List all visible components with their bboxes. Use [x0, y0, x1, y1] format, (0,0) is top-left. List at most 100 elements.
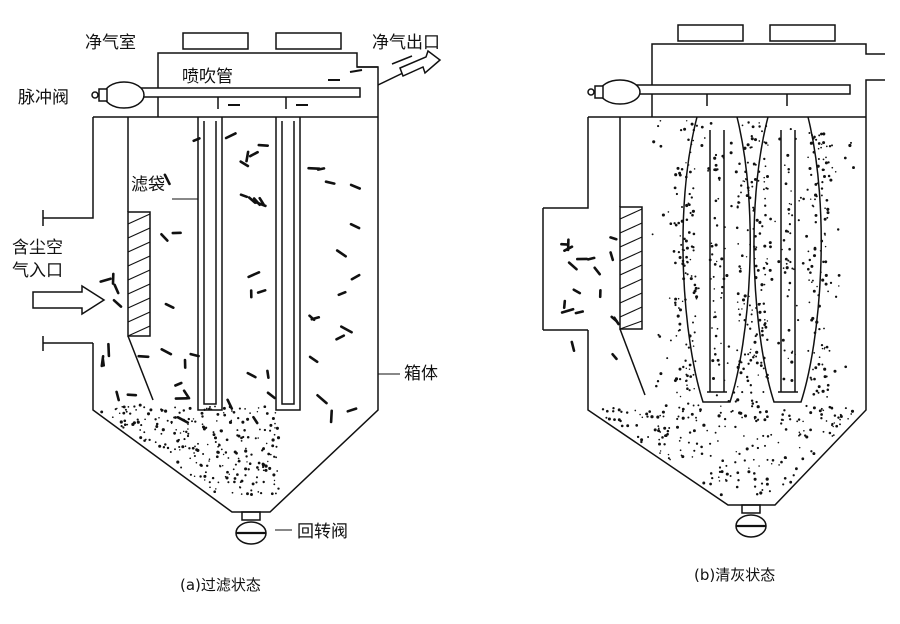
dust-dot: [750, 180, 754, 184]
dust-dot: [790, 360, 794, 364]
dust-dot: [763, 181, 766, 183]
dust-dot: [248, 462, 252, 465]
dust-dot: [275, 456, 278, 459]
dust-dot: [709, 482, 712, 486]
dust-dot: [844, 365, 848, 369]
dust-dot: [753, 354, 756, 357]
dust-dot: [822, 141, 826, 145]
dust-dot: [634, 409, 637, 412]
dust-dot: [788, 202, 791, 205]
dust-dot: [645, 412, 649, 416]
dust-dot: [710, 278, 712, 280]
dust-dot: [713, 156, 717, 160]
dust-dot: [754, 264, 758, 268]
dust-dot: [116, 407, 118, 410]
dust-dot: [738, 320, 740, 322]
dust-stroke: [339, 325, 353, 334]
dust-dot: [690, 275, 693, 277]
dust-dot: [659, 431, 662, 433]
dust-dot: [680, 219, 684, 223]
dust-dot: [255, 476, 259, 479]
dust-dot: [236, 429, 239, 432]
dust-dot: [821, 347, 824, 350]
dust-dot: [751, 402, 755, 405]
dust-dot: [155, 422, 159, 426]
dust-dot: [203, 408, 206, 411]
dust-dot: [769, 217, 772, 221]
dust-dot: [714, 353, 717, 356]
dust-dot: [138, 403, 142, 407]
dust-stroke: [324, 180, 336, 185]
dust-dot: [662, 415, 665, 418]
dust-dot: [251, 482, 255, 486]
dust-dot: [692, 373, 695, 376]
dust-dot: [766, 320, 769, 322]
dust-dot: [119, 420, 123, 424]
dust-dot: [269, 453, 272, 456]
dust-dot: [659, 372, 663, 376]
dust-dot: [233, 477, 237, 480]
dust-dot: [760, 283, 764, 287]
dust-dot: [676, 391, 678, 394]
dust-flow-strokes: [560, 236, 620, 361]
dust-dot: [813, 331, 817, 335]
dust-dot: [725, 273, 729, 278]
dust-dot: [741, 391, 744, 394]
dust-dot: [182, 430, 185, 433]
dust-dot: [692, 429, 696, 433]
dust-dot: [234, 463, 237, 466]
dust-dot: [208, 407, 211, 411]
dust-dot: [763, 267, 766, 270]
dust-dot: [657, 333, 660, 336]
dust-dot: [177, 438, 180, 441]
dust-dot: [691, 213, 694, 217]
dust-dot: [675, 335, 678, 337]
dust-dot: [756, 268, 760, 272]
dust-dot: [723, 226, 726, 229]
dust-dot: [783, 476, 787, 480]
dust-dot: [244, 408, 246, 410]
baffle-hatching: [127, 213, 151, 337]
dust-dot: [211, 476, 215, 480]
dust-dot: [783, 409, 786, 412]
dust-dot: [224, 451, 228, 454]
dust-dot: [700, 445, 703, 449]
dust-dot: [244, 449, 248, 453]
dust-dot: [803, 434, 807, 437]
dust-dot: [213, 436, 218, 440]
dust-dot: [694, 275, 697, 278]
dust-dot: [674, 223, 678, 227]
dust-dot: [798, 199, 801, 202]
dust-dot: [765, 187, 768, 190]
dust-dot: [122, 405, 126, 409]
dust-dot: [182, 409, 186, 412]
dust-dot: [821, 181, 824, 184]
dust-dot: [823, 217, 827, 221]
dust-dot: [164, 443, 167, 446]
dust-dot: [788, 223, 791, 226]
dust-dot: [274, 492, 277, 495]
dust-dot: [227, 481, 230, 484]
dust-dot: [605, 416, 608, 419]
dust-dot: [817, 362, 821, 366]
dust-dot: [690, 412, 694, 416]
clean-chamber-outline: [157, 52, 379, 117]
dust-dot: [810, 378, 813, 381]
dust-dot: [784, 182, 788, 186]
dust-dot: [758, 220, 762, 225]
dust-dot: [737, 195, 740, 198]
dust-dot: [787, 167, 790, 171]
dust-dot: [829, 281, 833, 285]
dust-dot: [738, 269, 742, 273]
dust-dot: [753, 415, 757, 419]
dust-dot: [725, 464, 728, 467]
dust-dot: [831, 435, 834, 437]
dust-dot: [679, 235, 682, 237]
dust-dot: [162, 446, 166, 449]
dust-dot: [751, 405, 754, 408]
top-hatch: [275, 32, 342, 50]
dust-dot: [143, 406, 146, 409]
dust-dot: [236, 473, 239, 476]
dust-dot: [766, 338, 769, 342]
